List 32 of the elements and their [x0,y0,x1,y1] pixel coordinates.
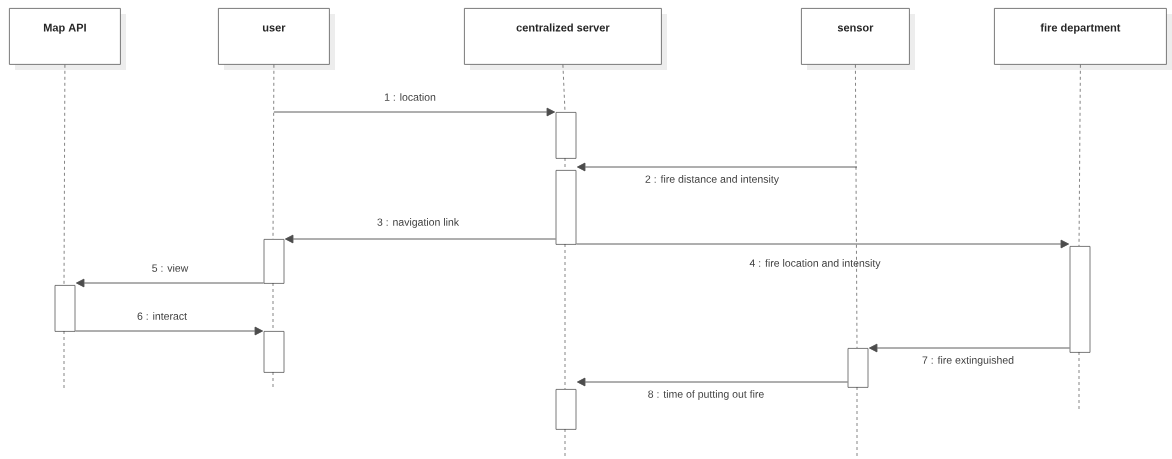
message-arrow [868,343,1071,353]
message-label: 5 : view [152,264,189,272]
message-label: 6 : interact [137,312,187,320]
message-label: 7 : fire extinguished [922,356,1014,366]
activation-bar [263,331,285,373]
message-arrow [575,239,1070,249]
message-label: 4 : fire location and intensity [749,259,881,269]
lifeline [855,64,858,459]
message-arrow [576,162,858,172]
lifeline-header-box: Map API [9,8,126,70]
activation-bar [555,112,577,159]
activation-bar [54,285,76,332]
activation-bar [555,170,577,245]
message-label: 8 : time of putting out fire [648,390,764,400]
lifeline-header-box: user [218,8,335,70]
lifeline-header-box: centralized server [464,8,667,70]
lifeline [63,64,66,391]
message-label: 1 : location [384,93,436,101]
activation-bar [263,239,285,284]
lifeline-header-box: sensor [801,8,915,70]
lifeline [562,64,566,459]
activation-bar [847,348,869,388]
message-arrow [75,278,265,288]
message-label: 3 : navigation link [377,218,460,228]
activation-bar [1069,246,1091,353]
activation-bar [555,389,577,430]
message-arrow [74,326,264,336]
message-label: 2 : fire distance and intensity [645,175,779,185]
message-arrow [284,234,557,244]
lifeline-header-box: fire department [994,8,1172,70]
message-arrow [273,107,556,117]
message-arrow [576,377,849,387]
